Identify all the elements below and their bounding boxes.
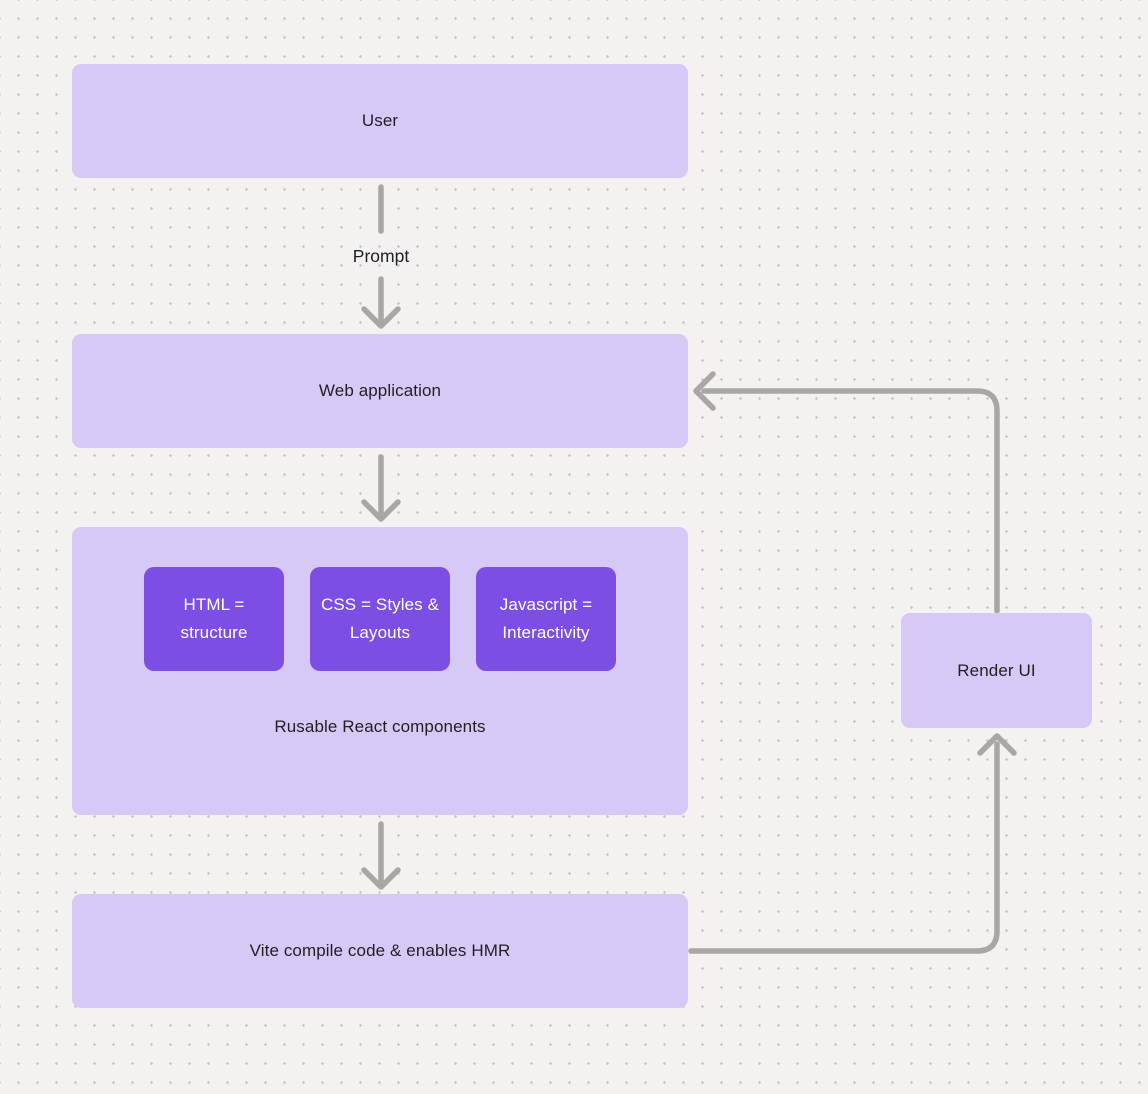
edge-render-to-webapp (701, 388, 1000, 614)
node-components-group: HTML = structure CSS = Styles & Layouts … (72, 527, 688, 815)
edge-vite-to-render (688, 741, 1000, 954)
chip-javascript-label: Javascript = Interactivity (499, 594, 593, 642)
node-render-ui-label: Render UI (957, 660, 1036, 680)
components-group-caption: Rusable React components (274, 717, 486, 736)
arrowhead-up-render (977, 733, 1017, 756)
node-user: User (72, 64, 688, 178)
chip-html-label: HTML = structure (180, 594, 248, 642)
chip-javascript: Javascript = Interactivity (476, 567, 616, 671)
chip-css-label: CSS = Styles & Layouts (320, 594, 440, 642)
node-user-label: User (361, 111, 399, 130)
node-vite: Vite compile code & enables HMR (72, 894, 688, 1008)
node-render-ui: Render UI (901, 613, 1092, 728)
arrowhead-down-vite (361, 867, 401, 890)
arrowhead-down-group (361, 499, 401, 522)
node-web-application-label: Web application (318, 381, 442, 400)
node-web-application: Web application (72, 334, 688, 448)
node-vite-label: Vite compile code & enables HMR (249, 941, 511, 960)
chip-html: HTML = structure (144, 567, 284, 671)
arrowhead-down-webapp (361, 306, 401, 329)
arrowhead-left-webapp (693, 371, 716, 411)
edge-label-prompt: Prompt (352, 246, 410, 266)
components-row: HTML = structure CSS = Styles & Layouts … (72, 567, 688, 671)
chip-css: CSS = Styles & Layouts (310, 567, 450, 671)
